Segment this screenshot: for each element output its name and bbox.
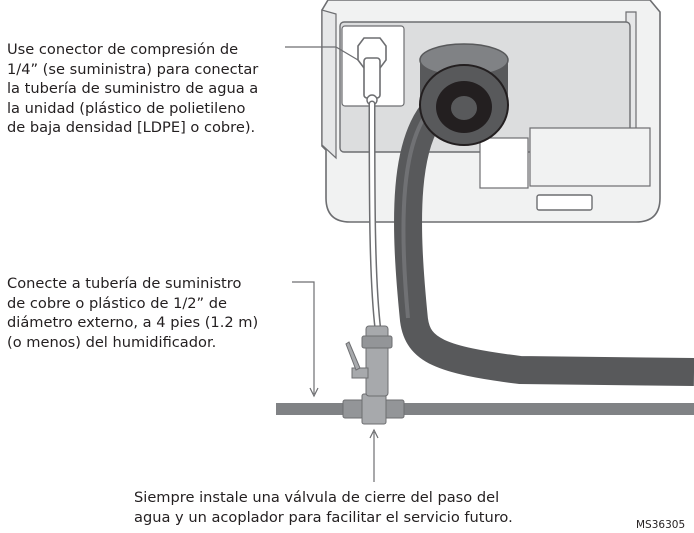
supply-pipe-callout: Conecte a tubería de suministro de cobre… [7,275,259,351]
compression-sleeve [363,57,381,99]
supply-pipe-assembly [276,393,694,425]
pipe-coupling-left [342,399,364,419]
valve-stem [351,367,369,379]
drain-hose [394,43,694,386]
housing-side-tab [529,127,651,187]
compression-connector-callout: Use conector de compresión de 1/4” (se s… [7,41,259,136]
pipe-coupling-right [383,399,405,419]
supply-pipe [276,403,694,415]
connector-leader-line [285,46,359,61]
supply-leader-arrow [309,387,319,398]
leader-lines [285,46,379,482]
shutoff-valve [345,325,393,397]
compression-fitting [357,37,387,106]
valve-nut [361,335,393,349]
part-code-label: MS36305 [636,519,686,531]
housing-slot [536,194,593,211]
valve-leader-arrow [369,428,379,439]
hose-coil-center [451,96,477,120]
water-supply-tube [368,100,382,334]
valve-handle [345,341,361,371]
shutoff-valve-callout: Siempre instale una válvula de cierre de… [134,489,513,526]
housing-front-opening [479,137,529,189]
housing-rear-left-flange [321,9,337,160]
saddle-tee [361,393,387,425]
drain-hose-body [394,88,694,386]
tube-fill [370,102,380,332]
supply-leader-line [292,281,315,394]
